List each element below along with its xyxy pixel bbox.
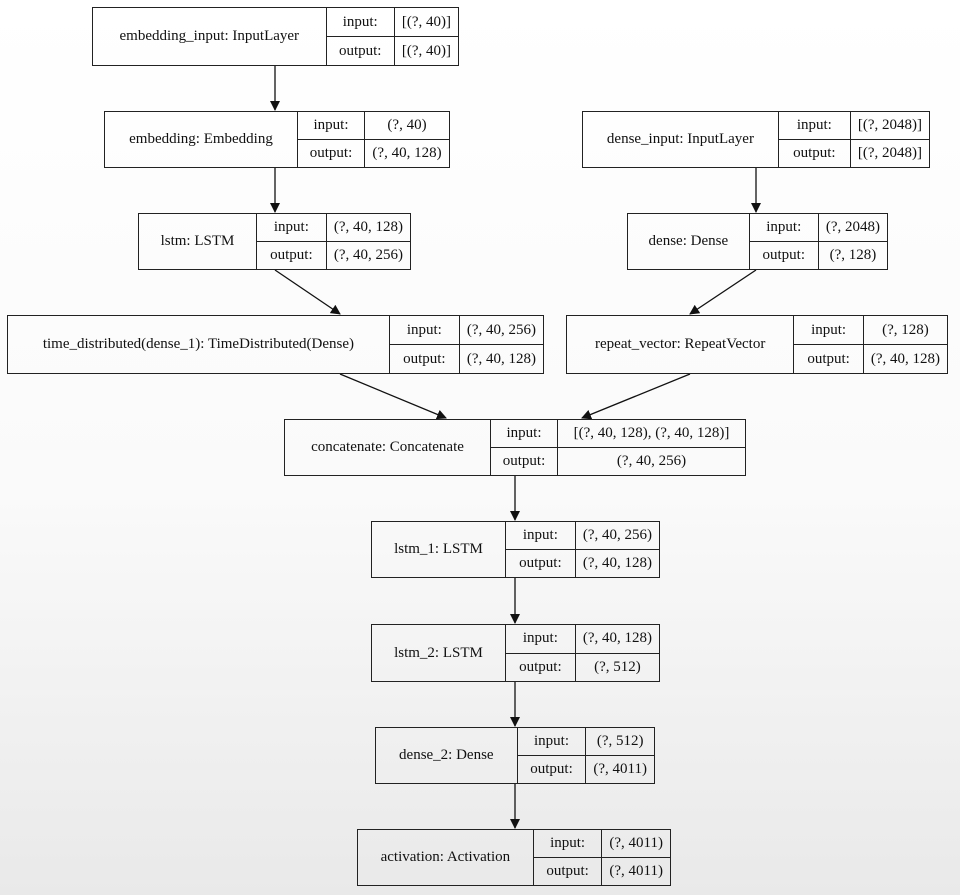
output-shape: [(?, 40)]	[394, 36, 458, 65]
input-shape: [(?, 40)]	[401, 13, 451, 30]
input-shape: (?, 40, 256)	[466, 321, 536, 338]
layer-name: concatenate: Concatenate	[285, 420, 491, 475]
layer-node-embedding-input: embedding_input: InputLayer input: output:…	[92, 7, 459, 66]
layer-name: lstm_2: LSTM	[372, 625, 506, 681]
layer-node-lstm: lstm: LSTM input: output: (?, 40, 128) (?, 4…	[138, 213, 411, 270]
layer-node-dense: dense: Dense input: output: (?, 2048) (?, 12…	[627, 213, 888, 270]
layer-name: embedding: Embedding	[105, 112, 298, 167]
layer-name: dense_2: Dense	[376, 728, 518, 783]
output-shape: (?, 40, 256)	[326, 241, 410, 269]
output-shape: (?, 40, 128)	[863, 344, 947, 373]
input-label: input:	[522, 527, 558, 543]
layer-node-repeat-vector: repeat_vector: RepeatVector input: output:…	[566, 315, 948, 374]
output-shape: (?, 4011)	[602, 857, 670, 885]
layer-node-dense-2: dense_2: Dense input: output: (?, 512) (?, 4…	[375, 727, 655, 784]
input-shape: [(?, 2048)]	[857, 117, 922, 133]
output-label: output:	[533, 857, 602, 885]
input-shape: [(?, 40, 128), (?, 40, 128)]	[573, 425, 730, 441]
input-shape: (?, 40, 256)	[582, 527, 652, 543]
layer-name: dense_input: InputLayer	[583, 112, 779, 167]
layer-name: lstm: LSTM	[139, 214, 257, 269]
output-shape: (?, 512)	[575, 652, 659, 682]
layer-name: activation: Activation	[358, 830, 534, 885]
layer-node-time-distributed: time_distributed(dense_1): TimeDistribut…	[7, 315, 544, 374]
layer-node-lstm-1: lstm_1: LSTM input: output: (?, 40, 256) (?,…	[371, 521, 660, 578]
input-label: input:	[811, 321, 847, 338]
layer-name: dense: Dense	[628, 214, 750, 269]
input-label: input:	[313, 117, 349, 133]
layer-node-embedding: embedding: Embedding input: output: (?, 40)…	[104, 111, 450, 168]
layer-node-lstm-2: lstm_2: LSTM input: output: (?, 40, 128) (?,…	[371, 624, 660, 682]
input-label: input:	[342, 13, 378, 30]
layer-name: embedding_input: InputLayer	[93, 8, 327, 65]
input-shape: (?, 512)	[596, 733, 644, 749]
input-label: input:	[522, 630, 558, 647]
input-shape: (?, 40, 128)	[582, 630, 652, 647]
output-label: output:	[794, 344, 863, 373]
output-shape: (?, 40, 128)	[365, 139, 449, 167]
layer-name: repeat_vector: RepeatVector	[567, 316, 795, 373]
input-label: input:	[534, 733, 570, 749]
output-shape: (?, 40, 128)	[575, 549, 659, 577]
output-label: output:	[517, 755, 586, 783]
edge-lstm-to-time-distributed	[274, 269, 341, 315]
output-label: output:	[389, 344, 459, 373]
output-shape: (?, 40, 128)	[459, 344, 543, 373]
output-label: output:	[491, 447, 557, 475]
output-label: output:	[298, 139, 364, 167]
layer-name: lstm_1: LSTM	[372, 522, 506, 577]
input-shape: (?, 40, 128)	[333, 219, 403, 235]
input-shape: (?, 4011)	[609, 835, 663, 851]
edge-dense-to-repeat-vector	[689, 269, 757, 315]
output-shape: [(?, 2048)]	[850, 139, 929, 167]
input-shape: (?, 128)	[882, 321, 929, 338]
input-label: input:	[766, 219, 802, 235]
edge-time-distributed-to-concatenate	[339, 373, 447, 420]
output-shape: (?, 40, 256)	[558, 447, 745, 475]
input-label: input:	[406, 321, 442, 338]
output-label: output:	[505, 652, 575, 682]
input-label: input:	[506, 425, 542, 441]
edge-repeat-vector-to-concatenate	[581, 373, 691, 420]
output-label: output:	[256, 241, 326, 269]
input-shape: (?, 2048)	[825, 219, 880, 235]
output-shape: (?, 4011)	[586, 755, 654, 783]
input-label: input:	[550, 835, 586, 851]
output-shape: (?, 128)	[818, 241, 887, 269]
output-label: output:	[778, 139, 850, 167]
layer-name: time_distributed(dense_1): TimeDistribut…	[8, 316, 390, 373]
input-shape: (?, 40)	[387, 117, 427, 133]
layer-node-concatenate: concatenate: Concatenate input: output: [(?…	[284, 419, 746, 476]
output-label: output:	[326, 36, 394, 65]
output-label: output:	[749, 241, 818, 269]
output-label: output:	[505, 549, 575, 577]
input-label: input:	[273, 219, 309, 235]
input-label: input:	[796, 117, 832, 133]
